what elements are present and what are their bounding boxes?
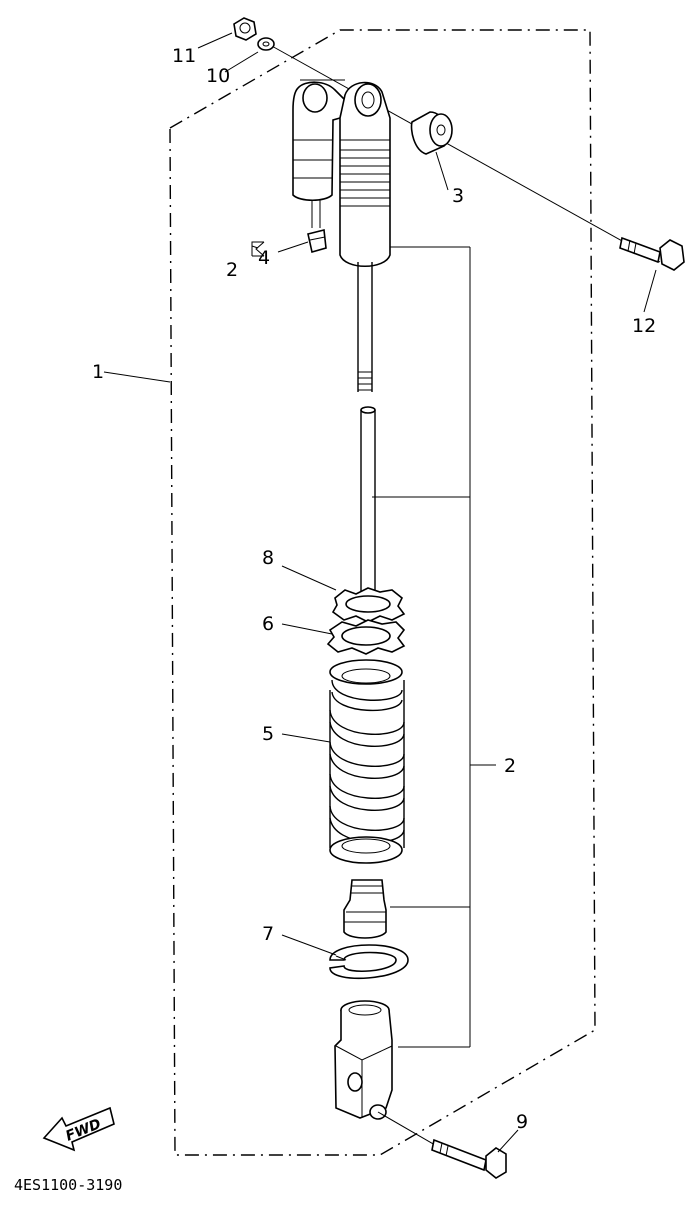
leader-lines bbox=[103, 32, 657, 1153]
callout-5: 5 bbox=[262, 723, 274, 745]
callout-8: 8 bbox=[262, 547, 274, 569]
drawing-code: 4ES1100-3190 bbox=[14, 1176, 122, 1194]
mounting-axis-line-top bbox=[269, 44, 661, 263]
part-10-washer bbox=[257, 37, 275, 51]
callout-1: 1 bbox=[92, 361, 104, 383]
callout-labels: 1 2 2 3 4 5 6 7 8 9 10 11 12 bbox=[92, 45, 656, 1133]
callout-11: 11 bbox=[172, 45, 196, 67]
callout-3: 3 bbox=[452, 185, 464, 207]
part-12-bolt bbox=[619, 236, 685, 271]
callout-6: 6 bbox=[262, 613, 274, 635]
part-11-nut bbox=[233, 17, 257, 41]
callout-12: 12 bbox=[632, 315, 656, 337]
part-3-collar bbox=[410, 111, 453, 155]
part-9-bolt bbox=[431, 1138, 507, 1179]
callout-4: 4 bbox=[258, 247, 270, 269]
reservoir bbox=[292, 79, 346, 228]
bump-stop bbox=[343, 879, 387, 939]
mounting-axis-line-bottom bbox=[377, 1111, 436, 1146]
part-7-spring-seat bbox=[329, 944, 409, 980]
part-8-locknut bbox=[331, 587, 406, 623]
damper-rod-upper bbox=[357, 262, 373, 392]
shock-body bbox=[339, 81, 391, 267]
fwd-arrow-icon: FWD bbox=[42, 1106, 115, 1152]
piston-rod bbox=[360, 406, 376, 592]
assembly-1-boundary bbox=[169, 29, 596, 1156]
part-6-adjuster bbox=[326, 619, 406, 655]
callout-9: 9 bbox=[516, 1111, 528, 1133]
callout-10: 10 bbox=[206, 65, 230, 87]
part-5-spring bbox=[329, 659, 405, 864]
assembly-2-bracket bbox=[372, 246, 496, 1048]
callout-7: 7 bbox=[262, 923, 274, 945]
part-4-valve bbox=[307, 229, 327, 254]
lower-clevis bbox=[334, 1000, 393, 1120]
callout-2-top: 2 bbox=[226, 259, 238, 281]
callout-2-right: 2 bbox=[504, 755, 516, 777]
